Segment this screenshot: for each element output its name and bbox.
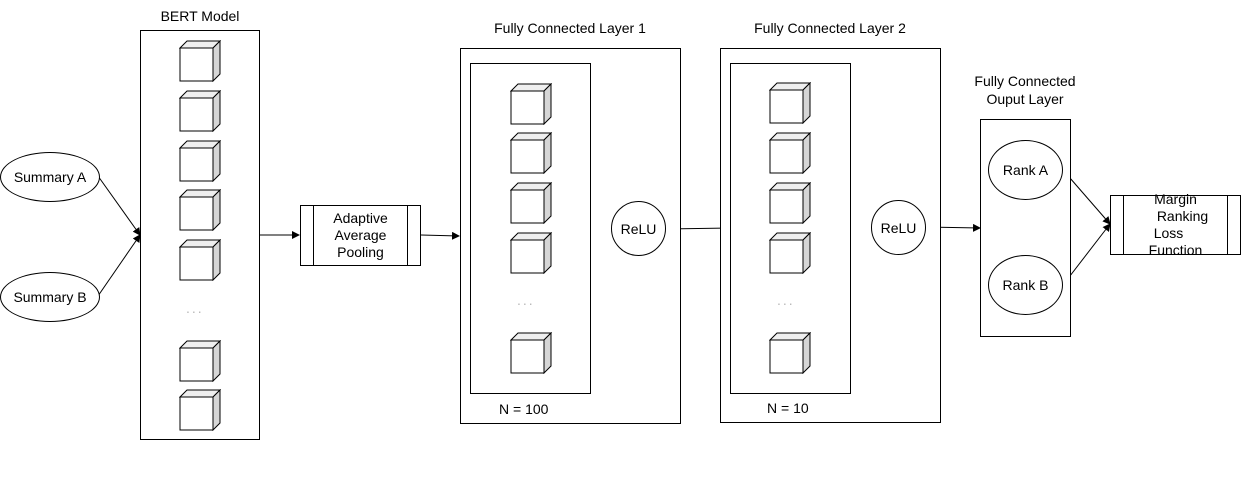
relu-1-node: ReLU bbox=[611, 201, 666, 256]
fc2-n-label: N = 10 bbox=[767, 400, 809, 416]
summary-a-node: Summary A bbox=[0, 152, 100, 202]
bert-neuron-cube bbox=[178, 238, 222, 282]
loss-label-line1: Margin bbox=[1154, 191, 1197, 207]
relu-2-node: ReLU bbox=[871, 200, 926, 255]
summary-a-label: Summary A bbox=[13, 169, 87, 185]
bert-neuron-cube bbox=[178, 139, 222, 183]
summary-b-label: Summary B bbox=[13, 289, 87, 305]
fc1-neuron-cube bbox=[509, 181, 553, 225]
output-layer-title-line2: Ouput Layer bbox=[986, 91, 1064, 107]
fc2-neuron-cube bbox=[768, 181, 812, 225]
pooling-label-line2: Average bbox=[334, 227, 387, 243]
relu-2-label: ReLU bbox=[880, 219, 917, 236]
fc1-n-label: N = 100 bbox=[499, 401, 549, 417]
arrow-pooling-to-fc1 bbox=[420, 231, 460, 240]
bert-title: BERT Model bbox=[160, 8, 240, 24]
fc2-neuron-cube bbox=[768, 81, 812, 125]
loss-label-line3: Function bbox=[1148, 242, 1203, 258]
fc1-ellipsis: ... bbox=[517, 292, 535, 308]
bert-neuron-cube bbox=[178, 388, 222, 432]
bert-neuron-cube bbox=[178, 39, 222, 83]
rank-a-node: Rank A bbox=[988, 140, 1063, 200]
fc2-neuron-cube bbox=[768, 331, 812, 375]
rank-b-node: Rank B bbox=[988, 255, 1063, 315]
bert-ellipsis: ... bbox=[186, 300, 204, 316]
rank-a-label: Rank A bbox=[1002, 162, 1049, 178]
output-layer-title: Fully Connected Ouput Layer bbox=[955, 72, 1095, 108]
fc1-neuron-cube bbox=[509, 331, 553, 375]
bert-neuron-cube bbox=[178, 339, 222, 383]
fc1-neuron-cube bbox=[509, 82, 553, 126]
pooling-label-line3: Pooling bbox=[337, 244, 384, 260]
loss-label-line2: Ranking Loss bbox=[1153, 208, 1209, 241]
output-layer-title-line1: Fully Connected bbox=[974, 73, 1076, 89]
bert-neuron-cube bbox=[178, 188, 222, 232]
margin-ranking-loss-node: Margin Ranking Loss Function bbox=[1110, 191, 1241, 258]
pooling-label-line1: Adaptive bbox=[333, 210, 388, 226]
arrow-summary-b-to-bert bbox=[97, 234, 141, 297]
fc2-ellipsis: ... bbox=[777, 292, 795, 308]
arrow-summary-a-to-bert bbox=[97, 175, 141, 236]
rank-b-label: Rank B bbox=[1002, 277, 1049, 293]
relu-1-label: ReLU bbox=[620, 220, 657, 237]
fc2-neuron-cube bbox=[768, 231, 812, 275]
bert-neuron-cube bbox=[178, 89, 222, 133]
fc2-neuron-cube bbox=[768, 131, 812, 175]
fc1-title: Fully Connected Layer 1 bbox=[494, 20, 646, 36]
summary-b-node: Summary B bbox=[0, 272, 100, 322]
fc2-title: Fully Connected Layer 2 bbox=[754, 20, 906, 36]
fc1-neuron-cube bbox=[509, 231, 553, 275]
fc1-neuron-cube bbox=[509, 131, 553, 175]
adaptive-average-pooling-node: Adaptive Average Pooling bbox=[300, 205, 421, 266]
